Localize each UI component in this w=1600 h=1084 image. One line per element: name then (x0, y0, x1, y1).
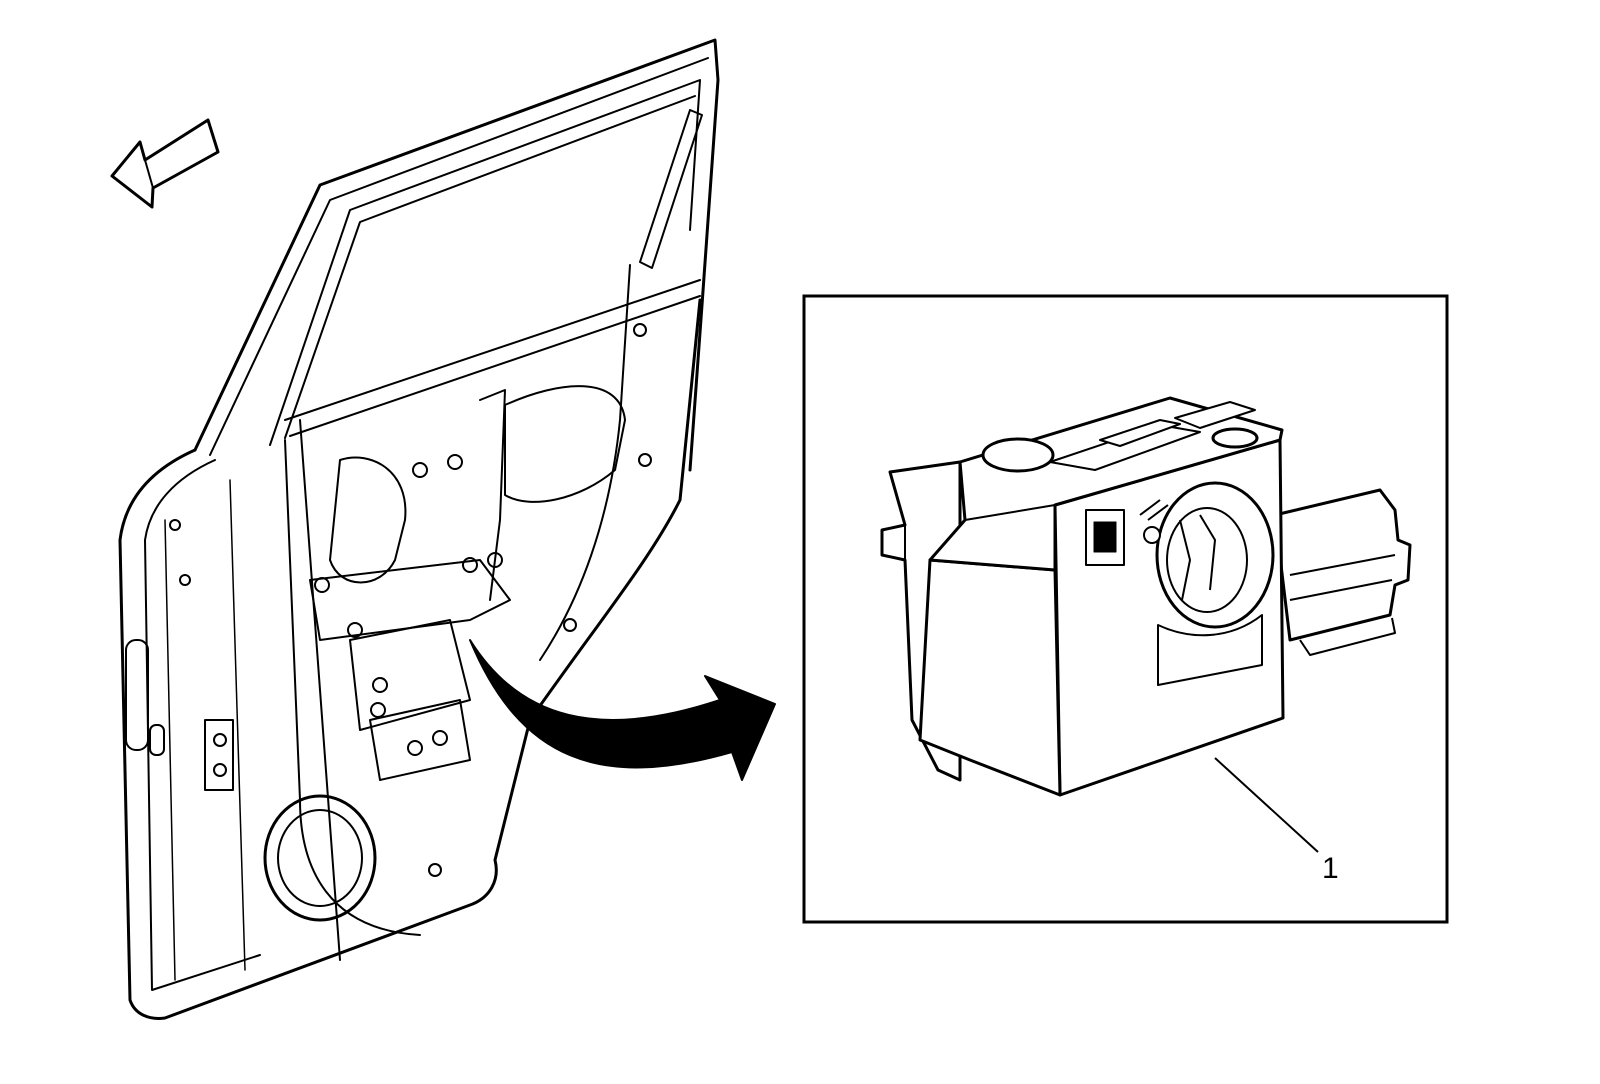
callout-leader (1214, 757, 1319, 853)
side-impact-sensor-module (880, 396, 1412, 797)
detail-view: 1 (802, 294, 1449, 924)
forward-arrow-icon (110, 118, 220, 209)
door-panel (118, 38, 720, 1020)
callout-1: 1 (1322, 852, 1339, 885)
curved-arrow-icon (469, 639, 776, 781)
